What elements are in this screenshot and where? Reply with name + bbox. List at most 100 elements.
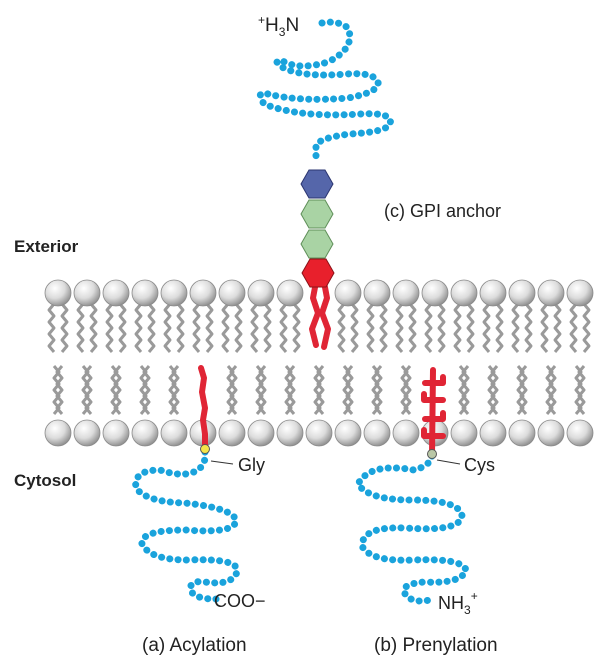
lower-lipid-tail (548, 365, 557, 415)
cys-leader-line (436, 459, 461, 465)
upper-lipid-tail (466, 303, 475, 353)
gly-leader-line (210, 460, 234, 465)
gpi-anchor-caption: (c) GPI anchor (384, 201, 501, 221)
upper-lipid-tail (553, 303, 562, 353)
lower-headgroup (392, 419, 420, 447)
upper-lipid-tail (350, 303, 359, 353)
mannose-sugar-blue (300, 169, 334, 199)
gpi-nterm-sub: 3 (279, 25, 286, 39)
lower-headgroup (247, 419, 275, 447)
upper-headgroup (73, 279, 101, 307)
upper-lipid-tail (379, 303, 388, 353)
upper-headgroup (218, 279, 246, 307)
lower-headgroup (102, 419, 130, 447)
lower-lipid-tail (229, 365, 238, 415)
lower-headgroup (44, 419, 72, 447)
lipid-bilayer (44, 279, 594, 447)
upper-lipid-tail (279, 303, 288, 353)
upper-lipid-tail (511, 303, 520, 353)
prenylation-protein-chain (353, 452, 470, 605)
lower-lipid-tail (403, 365, 412, 415)
upper-lipid-tail (292, 303, 301, 353)
gpi-nterm-base: H (265, 15, 279, 36)
upper-lipid-tail (482, 303, 491, 353)
upper-lipid-tail (105, 303, 114, 353)
upper-lipid-tail (337, 303, 346, 353)
upper-lipid-tail (76, 303, 85, 353)
upper-headgroup (566, 279, 594, 307)
upper-headgroup (479, 279, 507, 307)
prenyl-nterm-base: NH (438, 593, 464, 613)
upper-lipid-tail (540, 303, 549, 353)
lower-lipid-tail (345, 365, 354, 415)
sugar-green-1 (300, 199, 334, 229)
lower-headgroup (537, 419, 565, 447)
upper-lipid-tail (395, 303, 404, 353)
upper-lipid-tail (234, 303, 243, 353)
gpi-nterminus-label: +H3N (258, 13, 299, 39)
lower-lipid-tail (287, 365, 296, 415)
lower-lipid-tail (461, 365, 470, 415)
lower-lipid-tail (84, 365, 93, 415)
upper-headgroup (508, 279, 536, 307)
upper-headgroup (363, 279, 391, 307)
upper-lipid-tail (89, 303, 98, 353)
gpi-nterm-tail: N (285, 15, 299, 36)
upper-lipid-tail (569, 303, 578, 353)
upper-lipid-tail (524, 303, 533, 353)
lower-headgroup (276, 419, 304, 447)
lower-headgroup (479, 419, 507, 447)
lower-headgroup (334, 419, 362, 447)
upper-lipid-tail (118, 303, 127, 353)
upper-headgroup (334, 279, 362, 307)
upper-lipid-tail (408, 303, 417, 353)
acylation-caption: (a) Acylation (142, 635, 247, 656)
lower-headgroup (131, 419, 159, 447)
upper-lipid-tail (147, 303, 156, 353)
upper-headgroup (189, 279, 217, 307)
upper-headgroup (537, 279, 565, 307)
lower-lipid-tail (258, 365, 267, 415)
lower-lipid-tail (113, 365, 122, 415)
gpi-nterm-charge: + (258, 13, 265, 27)
upper-lipid-tail (263, 303, 272, 353)
inositol-red (301, 258, 335, 288)
acyl-chain (198, 365, 208, 450)
upper-lipid-tail (437, 303, 446, 353)
prenylation-nterminus-label: NH3+ (438, 589, 478, 617)
lower-lipid-tail (519, 365, 528, 415)
lower-headgroup (305, 419, 333, 447)
upper-lipid-tail (424, 303, 433, 353)
gpi-lipid-tails (309, 279, 331, 350)
upper-lipid-tail (176, 303, 185, 353)
phospholipid-headgroups (44, 279, 594, 447)
acylation-protein-chain (132, 448, 241, 603)
gpi-glycan-chain (300, 169, 335, 288)
cytosol-label: Cytosol (14, 471, 76, 490)
glycine-residue-dot (200, 444, 210, 454)
upper-headgroup (247, 279, 275, 307)
cysteine-residue-dot (427, 449, 437, 459)
prenyl-chain (421, 367, 446, 458)
lower-headgroup (363, 419, 391, 447)
upper-headgroup (102, 279, 130, 307)
upper-lipid-tail (60, 303, 69, 353)
lower-lipid-tail (171, 365, 180, 415)
lipid-tails (47, 303, 591, 415)
upper-headgroup (276, 279, 304, 307)
lower-headgroup (566, 419, 594, 447)
lower-lipid-tail (55, 365, 64, 415)
upper-headgroup (44, 279, 72, 307)
lower-lipid-tail (490, 365, 499, 415)
upper-headgroup (392, 279, 420, 307)
lower-lipid-tail (374, 365, 383, 415)
upper-lipid-tail (163, 303, 172, 353)
sugar-green-2 (300, 229, 334, 259)
upper-lipid-tail (250, 303, 259, 353)
prenylation-caption: (b) Prenylation (374, 635, 498, 656)
upper-headgroup (421, 279, 449, 307)
lower-lipid-tail (316, 365, 325, 415)
upper-lipid-tail (582, 303, 591, 353)
lower-lipid-tail (577, 365, 586, 415)
